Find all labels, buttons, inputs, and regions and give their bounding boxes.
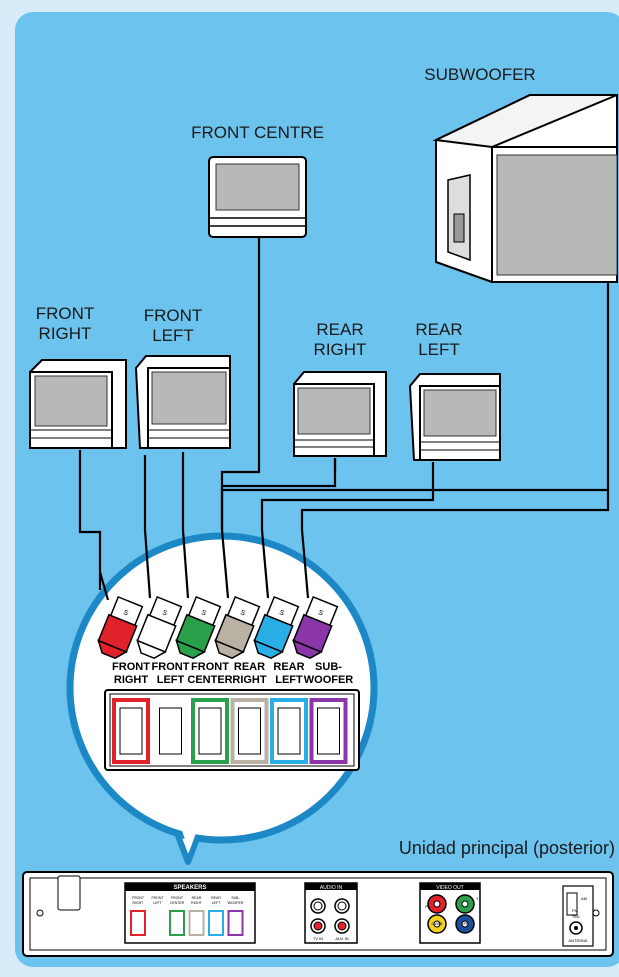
connector-label-6-line-1: SUB- bbox=[315, 661, 342, 673]
subwoofer-speaker bbox=[432, 94, 618, 283]
front-centre-label: FRONT CENTRE bbox=[191, 123, 324, 142]
connector-label-5-line-1: REAR bbox=[273, 661, 304, 673]
rear-left-label: REAR LEFT bbox=[394, 320, 484, 359]
unit-terminal-6 bbox=[227, 910, 244, 936]
connector-code-5: S bbox=[278, 609, 285, 617]
rear-left-line-1: REAR bbox=[415, 320, 463, 339]
rear-right-line-1: REAR bbox=[316, 320, 364, 339]
aux-in-label: AUX IN bbox=[335, 936, 348, 941]
connector-plug-2: S bbox=[136, 595, 183, 660]
connector-plug-1: S bbox=[97, 595, 144, 660]
video-out-jack-center-2 bbox=[461, 900, 469, 908]
rear-left-line-2: LEFT bbox=[418, 339, 460, 359]
main-unit-caption: Unidad principal (posterior) bbox=[398, 838, 615, 858]
connector-code-2: S bbox=[161, 609, 168, 617]
connector-plug-5: S bbox=[253, 595, 300, 660]
front-right-line-2: RIGHT bbox=[38, 323, 92, 343]
front-left-label: FRONT LEFT bbox=[128, 306, 218, 345]
unit-speaker-label-2-line-2: LEFT bbox=[153, 901, 162, 905]
front-right-line-1: FRONT bbox=[35, 304, 95, 323]
front-left-line-1: FRONT bbox=[143, 306, 203, 325]
unit-speaker-label-4-line-1: REAR bbox=[192, 896, 202, 900]
antenna-label: ANTENNA bbox=[568, 938, 587, 943]
front-left-line-2: LEFT bbox=[152, 325, 194, 345]
unit-speaker-label-2-line-1: FRONT bbox=[151, 896, 164, 900]
connector-label-6-line-2: WOOFER bbox=[304, 674, 354, 686]
connector-code-1: S bbox=[122, 609, 129, 617]
rear-left-speaker bbox=[408, 373, 501, 461]
video-out-jack-center-1 bbox=[433, 900, 441, 908]
unit-speaker-label-1-line-1: FRONT bbox=[132, 896, 145, 900]
rear-right-speaker bbox=[293, 371, 387, 457]
main-unit-ports bbox=[130, 894, 475, 936]
audio-in-jack-center-1 bbox=[313, 901, 323, 911]
terminal-slot-2 bbox=[151, 698, 190, 764]
unit-terminal-1 bbox=[130, 910, 146, 936]
unit-speaker-label-3-line-2: CENTER bbox=[170, 901, 185, 905]
unit-speaker-label-1-line-2: RIGHT bbox=[133, 901, 145, 905]
connector-label-1-line-2: RIGHT bbox=[114, 674, 149, 686]
connector-plug-6: S bbox=[292, 595, 339, 660]
speaker-wires bbox=[78, 238, 610, 590]
unit-speaker-label-5-line-2: LEFT bbox=[212, 901, 221, 905]
fm-label: FM bbox=[572, 908, 578, 913]
audio-in-jack-center-3 bbox=[313, 921, 323, 931]
front-right-speaker bbox=[29, 359, 127, 449]
unit-terminal-2 bbox=[149, 910, 166, 936]
unit-terminal-3 bbox=[169, 910, 185, 936]
unit-speaker-labels: FRONTRIGHTFRONTLEFTFRONTCENTERREARRIGHTR… bbox=[132, 896, 244, 905]
terminal-slot-1 bbox=[112, 698, 150, 764]
subwoofer-label: SUBWOOFER bbox=[424, 65, 536, 84]
connector-label-5-line-2: LEFT bbox=[275, 674, 303, 686]
connector-label-3-line-1: FRONT bbox=[191, 661, 229, 673]
connector-code-3: S bbox=[200, 609, 207, 617]
terminal-slot-5 bbox=[270, 698, 308, 764]
terminal-slot-4 bbox=[230, 698, 269, 764]
speakers-header: SPEAKERS bbox=[173, 885, 206, 891]
front-right-label: FRONT RIGHT bbox=[20, 304, 110, 343]
connector-plug-3: S bbox=[175, 595, 222, 660]
speaker-terminals bbox=[112, 698, 348, 764]
rear-right-line-2: RIGHT bbox=[313, 339, 367, 359]
audio-in-jack-center-4 bbox=[337, 921, 347, 931]
pr-label: Pr bbox=[425, 904, 430, 909]
unit-speaker-label-4-line-2: RIGHT bbox=[191, 901, 203, 905]
pb-label: Pb bbox=[464, 921, 470, 926]
am-label: AM bbox=[581, 896, 587, 901]
terminal-slot-6 bbox=[309, 698, 348, 764]
y-label: Y bbox=[476, 896, 479, 901]
unit-speaker-label-3-line-1: FRONT bbox=[171, 896, 184, 900]
fm-ohm-label: 75Ω bbox=[572, 914, 579, 919]
unit-terminal-5 bbox=[208, 910, 224, 936]
unit-speaker-label-6-line-2: WOOFER bbox=[228, 901, 244, 905]
front-left-speaker bbox=[134, 355, 231, 449]
connector-label-2-line-2: LEFT bbox=[157, 674, 185, 686]
terminal-slot-3 bbox=[191, 698, 229, 764]
unit-speaker-label-6-line-1: SUB- bbox=[231, 896, 240, 900]
video-out-jack-center-3 bbox=[433, 920, 441, 928]
video-out-jack-center-4 bbox=[461, 920, 469, 928]
front-centre-speaker bbox=[208, 156, 307, 238]
connector-labels: FRONTRIGHTFRONTLEFTFRONTCENTERREARRIGHTR… bbox=[112, 661, 353, 686]
cvbs-label: CVBS bbox=[432, 921, 443, 926]
audio-in-label: AUDIO IN bbox=[320, 885, 343, 891]
video-out-label: VIDEO OUT bbox=[436, 885, 464, 891]
connector-code-4: S bbox=[239, 609, 246, 617]
audio-in-jack-center-2 bbox=[337, 901, 347, 911]
rear-right-label: REAR RIGHT bbox=[295, 320, 385, 359]
main-unit bbox=[22, 871, 614, 957]
connector-code-6: S bbox=[317, 609, 324, 617]
connector-wires bbox=[98, 529, 310, 601]
connector-label-2-line-1: FRONT bbox=[152, 661, 190, 673]
connector-label-4-line-1: REAR bbox=[234, 661, 265, 673]
tv-in-label: TV IN bbox=[313, 936, 323, 941]
connector-label-3-line-2: CENTER bbox=[187, 674, 232, 686]
unit-terminal-4 bbox=[188, 910, 205, 936]
connector-label-4-line-2: RIGHT bbox=[232, 674, 267, 686]
unit-speaker-label-5-line-1: REAR bbox=[211, 896, 221, 900]
connector-plug-4: S bbox=[214, 595, 261, 660]
connector-label-1-line-1: FRONT bbox=[112, 661, 150, 673]
